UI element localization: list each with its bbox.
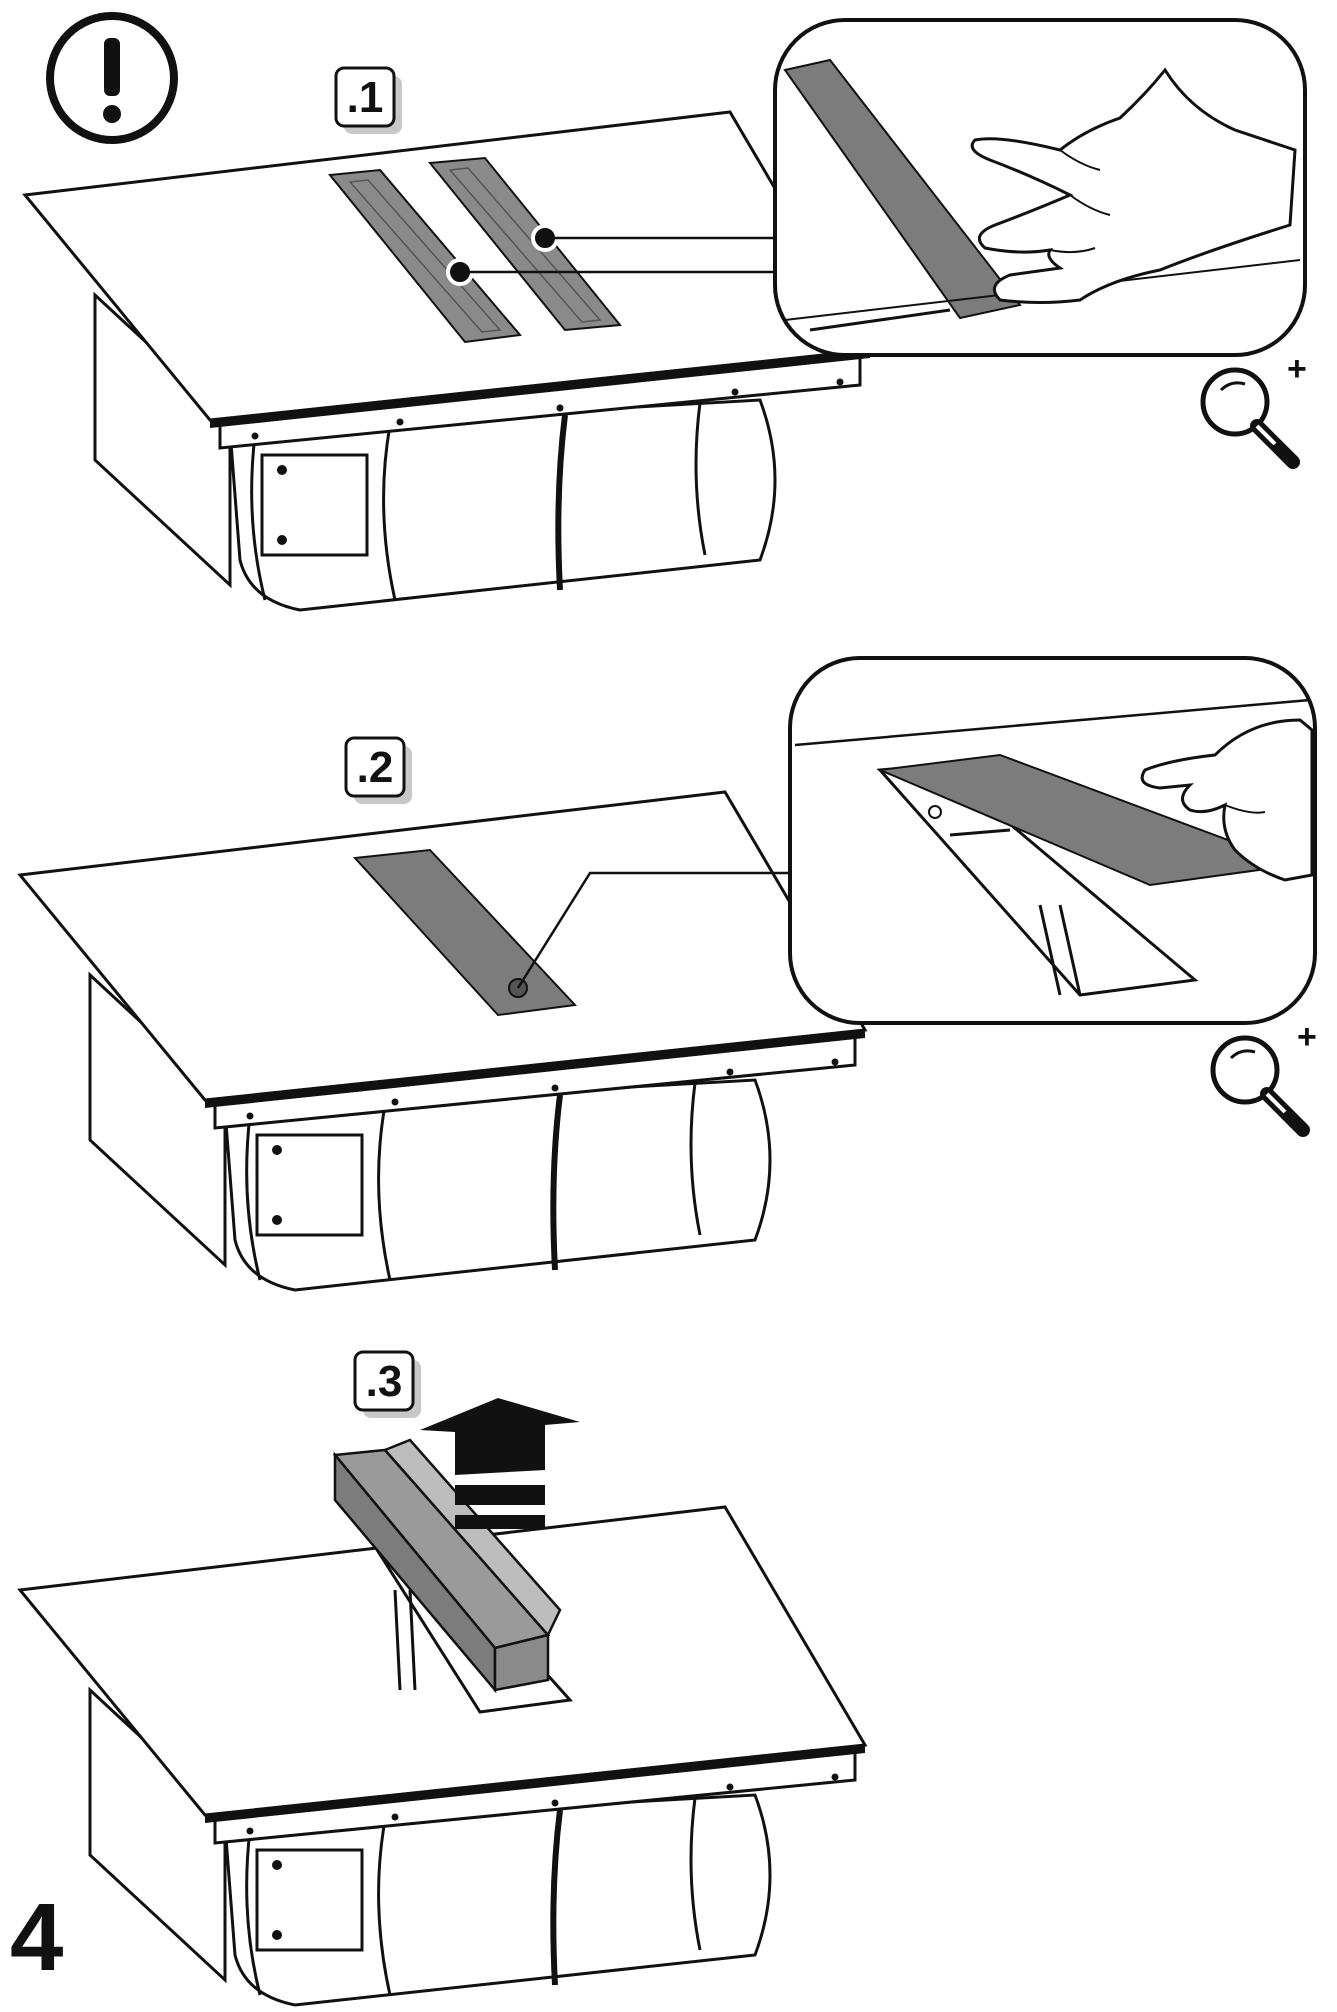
- step-2-badge: .2: [344, 736, 412, 804]
- step-3-panel: .3: [20, 1350, 865, 2005]
- step-2-detail-callout: [788, 656, 1317, 1130]
- step-1-badge: .1: [334, 66, 402, 134]
- step-3-badge: .3: [353, 1350, 421, 1418]
- step-1-panel: .1: [25, 18, 1307, 610]
- exclamation-circle-icon: [46, 12, 178, 144]
- step-3-label: .3: [366, 1357, 403, 1406]
- up-arrow-icon: [420, 1398, 580, 1529]
- step-1-detail-callout: [773, 18, 1307, 462]
- step-2-panel: .2: [20, 656, 1317, 1290]
- step-1-label: .1: [347, 73, 384, 122]
- page-number: 4: [10, 1884, 64, 1991]
- magnifier-plus-icon: [1213, 1018, 1317, 1130]
- magnifier-plus-icon: [1203, 350, 1307, 462]
- step-2-label: .2: [357, 743, 394, 792]
